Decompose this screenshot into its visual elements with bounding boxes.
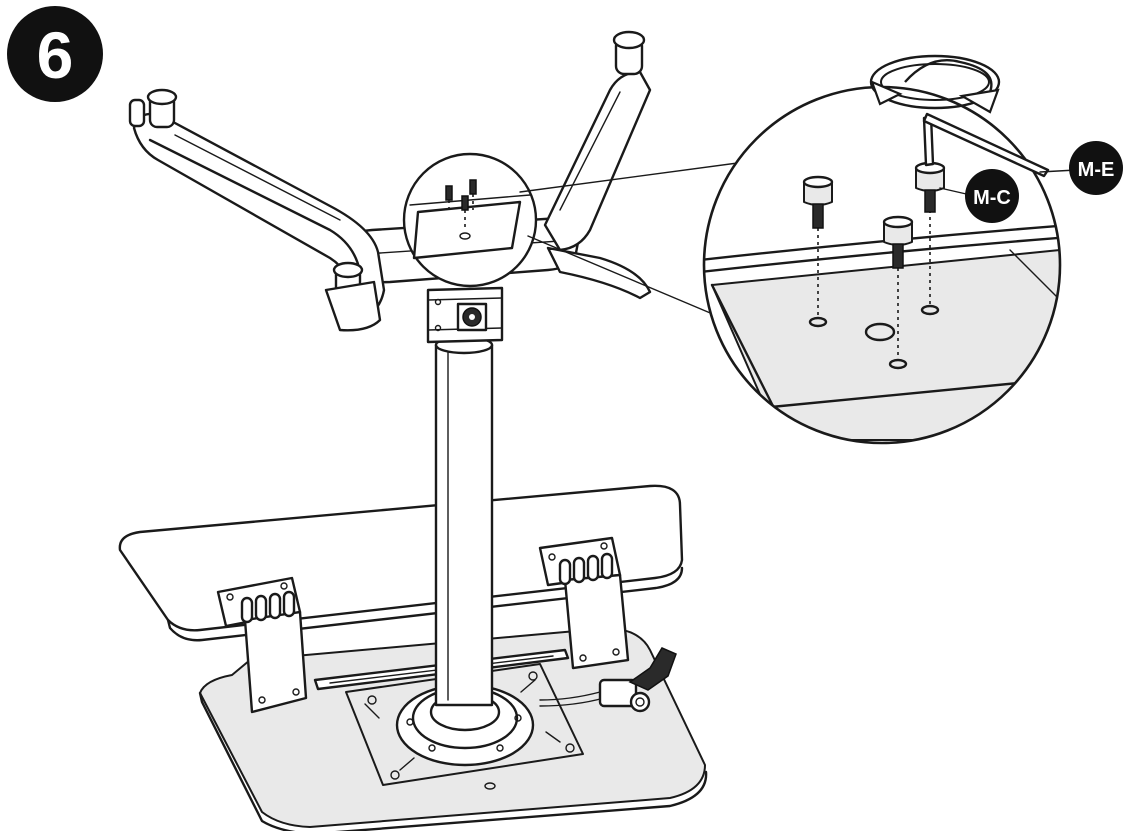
callout-m-c: M-C — [965, 169, 1019, 223]
detail-source-circle — [402, 152, 538, 288]
rotate-arrow-icon — [869, 54, 1001, 114]
callout-m-c-text: M-C — [973, 187, 1011, 209]
column-flange — [395, 683, 535, 767]
detail-leader-lines — [519, 159, 761, 316]
column-clamp — [426, 286, 504, 344]
monitor-arm-left — [128, 88, 386, 332]
tray-bracket-right — [538, 536, 630, 670]
step-badge: 6 — [7, 6, 103, 102]
tray-bracket-left — [216, 576, 308, 714]
callout-m-e-text: M-E — [1078, 159, 1115, 181]
screw-left — [802, 175, 834, 229]
screw-center — [882, 215, 914, 269]
hex-key — [922, 112, 1050, 178]
column-pole — [434, 335, 494, 707]
detail-callout-circle — [702, 85, 1062, 445]
step-number: 6 — [37, 18, 74, 92]
monitor-arm-right — [543, 30, 652, 300]
tension-knob — [539, 647, 677, 713]
callout-m-e: M-E — [1069, 141, 1123, 195]
